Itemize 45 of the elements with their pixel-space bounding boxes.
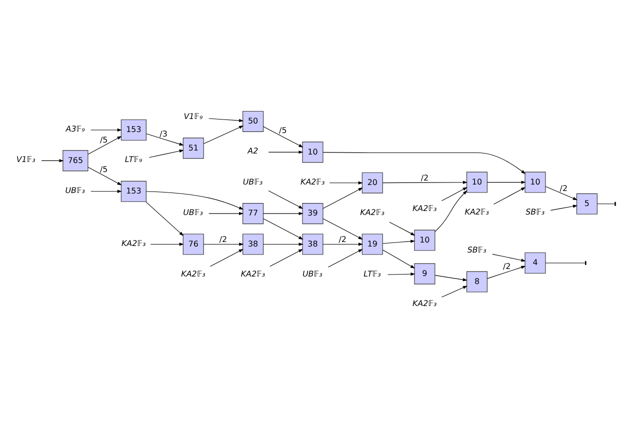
arrow — [486, 180, 526, 184]
arrow — [263, 126, 304, 147]
arrow — [270, 248, 304, 266]
arrow — [545, 186, 578, 200]
arrow — [434, 190, 468, 232]
arrow — [41, 158, 64, 162]
arrow — [148, 148, 184, 158]
arrow — [329, 180, 363, 184]
arrow — [208, 118, 244, 122]
arrow — [88, 136, 122, 154]
arrow — [441, 285, 468, 297]
arrow — [90, 128, 122, 132]
arrow — [203, 242, 244, 246]
arrow — [268, 190, 304, 208]
arrow — [328, 248, 363, 267]
arrow — [210, 248, 244, 266]
arrow — [322, 242, 364, 246]
arrow — [597, 203, 614, 204]
arrow — [545, 262, 585, 263]
arrow — [208, 211, 244, 215]
arrow — [146, 190, 244, 210]
arrow — [493, 186, 526, 204]
arrow — [441, 186, 468, 201]
arrow — [88, 166, 122, 185]
arrow — [150, 242, 184, 246]
arrow — [322, 187, 363, 208]
arrow — [90, 189, 122, 192]
arrow — [492, 253, 526, 262]
arrow — [146, 133, 184, 146]
arrow — [263, 242, 304, 246]
arrow — [322, 218, 363, 240]
arrow — [382, 180, 468, 184]
arrow — [550, 204, 578, 210]
arrow — [389, 221, 416, 236]
arrow — [382, 239, 416, 244]
arrow — [382, 249, 416, 268]
arrow — [263, 211, 304, 215]
arrow — [434, 274, 468, 281]
arrow — [268, 150, 304, 154]
arrow — [263, 218, 304, 240]
arrow — [203, 125, 244, 144]
arrow — [387, 272, 416, 276]
arrow — [322, 152, 526, 174]
arrow — [146, 201, 184, 236]
arrow — [486, 265, 526, 278]
